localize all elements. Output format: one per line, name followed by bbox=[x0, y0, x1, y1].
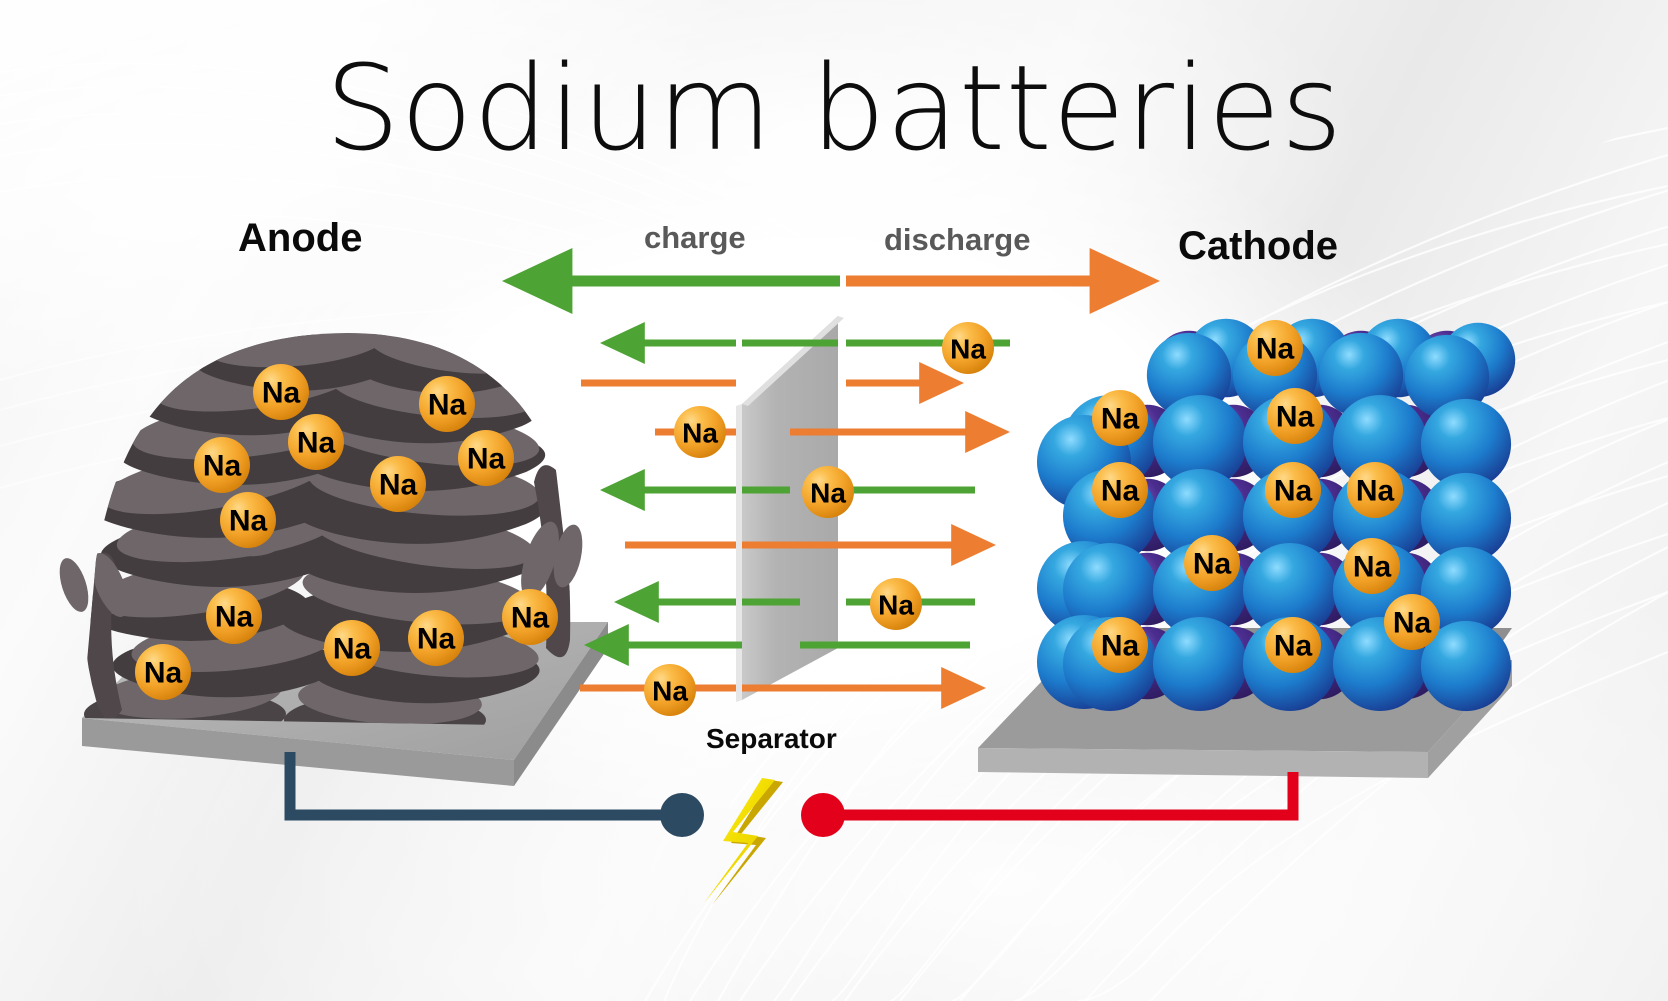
charge-label: charge bbox=[644, 220, 746, 255]
svg-text:Na: Na bbox=[1274, 475, 1313, 508]
sodium-ions: Na Na Na Na Na Na Na Na Na Na Na Na Na N… bbox=[135, 320, 1440, 716]
na-ion: Na bbox=[324, 620, 380, 676]
flow-arrows bbox=[502, 248, 1160, 709]
svg-text:Na: Na bbox=[1101, 403, 1140, 436]
na-ion: Na bbox=[1267, 388, 1323, 444]
discharge-label: discharge bbox=[884, 222, 1031, 257]
svg-text:Na: Na bbox=[467, 443, 506, 476]
anode-ions: Na Na Na Na Na Na Na Na Na Na Na Na bbox=[135, 364, 558, 700]
electrolyte-ions: Na Na Na Na Na bbox=[644, 322, 994, 716]
svg-text:Na: Na bbox=[1393, 607, 1432, 640]
na-ion: Na bbox=[1247, 320, 1303, 376]
wire-negative bbox=[284, 752, 668, 821]
anode-carbon-flakes bbox=[82, 332, 571, 726]
svg-text:Na: Na bbox=[810, 478, 846, 509]
svg-text:Na: Na bbox=[1256, 333, 1295, 366]
cathode-label: Cathode bbox=[1178, 224, 1338, 268]
na-ion: Na bbox=[1184, 535, 1240, 591]
na-ion: Na bbox=[1092, 617, 1148, 673]
separator-membrane bbox=[736, 316, 844, 702]
na-ion: Na bbox=[802, 466, 854, 518]
svg-text:Na: Na bbox=[1276, 401, 1315, 434]
na-ion: Na bbox=[135, 644, 191, 700]
svg-text:Na: Na bbox=[229, 505, 268, 538]
cathode-ions: Na Na Na Na Na Na Na Na Na Na Na bbox=[1092, 320, 1440, 673]
svg-text:Na: Na bbox=[1193, 548, 1232, 581]
svg-text:Na: Na bbox=[428, 389, 467, 422]
external-circuit bbox=[284, 752, 1299, 905]
svg-text:Na: Na bbox=[262, 377, 301, 410]
svg-text:Na: Na bbox=[652, 676, 688, 707]
na-ion: Na bbox=[1092, 390, 1148, 446]
na-ion: Na bbox=[288, 414, 344, 470]
svg-text:Na: Na bbox=[1353, 551, 1392, 584]
na-ion: Na bbox=[408, 610, 464, 666]
na-ion: Na bbox=[1384, 594, 1440, 650]
na-ion: Na bbox=[502, 589, 558, 645]
anode-label: Anode bbox=[238, 216, 363, 260]
na-ion: Na bbox=[1347, 462, 1403, 518]
na-ion: Na bbox=[1344, 538, 1400, 594]
na-ion: Na bbox=[220, 492, 276, 548]
page-title: Sodium batteries bbox=[325, 39, 1343, 177]
na-ion: Na bbox=[419, 376, 475, 432]
anode-assembly bbox=[59, 332, 608, 786]
na-ion: Na bbox=[644, 664, 696, 716]
svg-text:Na: Na bbox=[1101, 475, 1140, 508]
terminal-positive bbox=[801, 793, 845, 837]
cathode-assembly bbox=[978, 318, 1516, 778]
svg-text:Na: Na bbox=[379, 469, 418, 502]
na-ion: Na bbox=[1265, 617, 1321, 673]
svg-text:Na: Na bbox=[1101, 630, 1140, 663]
svg-text:Na: Na bbox=[215, 601, 254, 634]
na-ion: Na bbox=[870, 578, 922, 630]
svg-text:Na: Na bbox=[511, 602, 550, 635]
svg-text:Na: Na bbox=[878, 590, 914, 621]
svg-text:Na: Na bbox=[203, 450, 242, 483]
na-ion: Na bbox=[206, 588, 262, 644]
na-ion: Na bbox=[194, 437, 250, 493]
na-ion: Na bbox=[674, 406, 726, 458]
na-ion: Na bbox=[942, 322, 994, 374]
wire-positive bbox=[838, 772, 1299, 821]
na-ion: Na bbox=[458, 430, 514, 486]
terminal-negative bbox=[660, 793, 704, 837]
svg-text:Na: Na bbox=[682, 418, 718, 449]
svg-text:Na: Na bbox=[144, 657, 183, 690]
svg-text:Na: Na bbox=[1274, 630, 1313, 663]
na-ion: Na bbox=[253, 364, 309, 420]
na-ion: Na bbox=[370, 456, 426, 512]
svg-text:Na: Na bbox=[333, 633, 372, 666]
svg-text:Na: Na bbox=[950, 334, 986, 365]
lightning-bolt-icon bbox=[704, 778, 783, 905]
svg-text:Na: Na bbox=[297, 427, 336, 460]
svg-text:Na: Na bbox=[1356, 475, 1395, 508]
na-ion: Na bbox=[1092, 462, 1148, 518]
svg-text:Na: Na bbox=[417, 623, 456, 656]
na-ion: Na bbox=[1265, 462, 1321, 518]
separator-label: Separator bbox=[706, 723, 837, 754]
